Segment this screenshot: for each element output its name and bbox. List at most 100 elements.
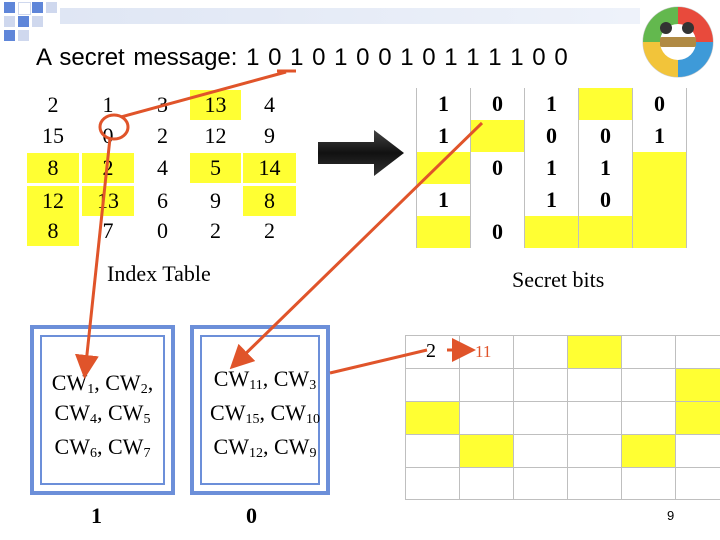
index-cell: 6 <box>137 186 189 217</box>
index-cell: 2 <box>243 216 297 247</box>
secret-bit-cell: 1 <box>546 155 557 180</box>
small-grid-label-11: 11 <box>475 342 492 361</box>
secret-bit-cell: 0 <box>600 187 611 212</box>
small-grid-cell <box>621 368 675 401</box>
small-grid-cell <box>675 368 720 401</box>
secret-bit-cell <box>633 184 686 216</box>
secret-bit-cell <box>579 88 632 120</box>
small-grid-cell <box>621 335 675 368</box>
secret-bit-cell: 1 <box>438 187 449 212</box>
index-cell: 9 <box>190 186 242 217</box>
cw-left-bit: 1 <box>91 503 102 528</box>
secret-bit-cell <box>471 184 524 216</box>
small-grid-cell <box>513 467 567 500</box>
secret-bit-cell: 1 <box>438 123 449 148</box>
index-cell: 8 <box>27 216 80 247</box>
small-grid-cell <box>567 467 621 500</box>
index-cell: 15 <box>27 121 80 152</box>
page-title: A secret message: 1 0 1 0 1 0 0 1 0 1 1 … <box>36 44 568 71</box>
small-grid-cell <box>405 368 459 401</box>
logo-icon <box>642 6 714 78</box>
cw-right-line2: CW15, CW10 <box>210 400 320 427</box>
secret-bit-cell <box>579 216 632 248</box>
small-grid-cell <box>675 434 720 467</box>
cw-group-left <box>30 325 175 495</box>
right-arrow-icon <box>318 130 404 176</box>
secret-bit-cell: 0 <box>492 219 503 244</box>
secret-bit-cell <box>633 152 686 184</box>
small-grid-cell <box>675 401 720 434</box>
secret-grid-line <box>578 88 579 248</box>
small-grid-cell <box>513 401 567 434</box>
small-grid-cell <box>567 335 621 368</box>
index-cell: 9 <box>243 121 297 152</box>
secret-bit-cell <box>417 152 470 184</box>
small-grid-cell <box>405 467 459 500</box>
secret-grid-line <box>686 88 687 248</box>
small-grid-cell <box>513 368 567 401</box>
index-cell: 2 <box>190 216 242 247</box>
index-cell: 4 <box>137 153 189 184</box>
secret-bit-cell: 0 <box>654 91 665 116</box>
secret-grid-line <box>524 88 525 248</box>
index-cell: 8 <box>27 153 80 184</box>
small-grid-cell <box>513 335 567 368</box>
small-grid-cell <box>405 401 459 434</box>
small-grid-cell <box>459 368 513 401</box>
secret-bit-cell: 1 <box>438 91 449 116</box>
index-cell: 4 <box>243 90 297 121</box>
secret-bit-cell <box>633 216 686 248</box>
index-cell: 14 <box>243 153 297 184</box>
cw-right-bit: 0 <box>246 503 257 528</box>
index-cell: 12 <box>27 186 80 217</box>
small-grid-cell <box>459 467 513 500</box>
small-grid-cell <box>567 368 621 401</box>
secret-bit-cell <box>471 120 524 152</box>
small-grid-cell <box>459 434 513 467</box>
small-grid-cell <box>675 467 720 500</box>
small-grid-cell <box>675 335 720 368</box>
index-cell: 5 <box>190 153 242 184</box>
index-cell: 2 <box>82 153 135 184</box>
page-number: 9 <box>667 508 675 523</box>
secret-bit-cell: 1 <box>546 91 557 116</box>
secret-bits-caption: Secret bits <box>512 267 605 292</box>
small-grid-label-2: 2 <box>426 340 436 362</box>
small-grid-cell <box>513 434 567 467</box>
small-grid-cell <box>621 434 675 467</box>
small-grid-cell <box>459 401 513 434</box>
cw-left-line3: CW6, CW7 <box>54 434 151 461</box>
secret-bit-cell: 0 <box>600 123 611 148</box>
index-cell: 0 <box>82 121 135 152</box>
small-grid-cell <box>567 401 621 434</box>
index-cell: 13 <box>82 186 135 217</box>
cw-right-line1: CW11, CW3 <box>213 366 317 393</box>
small-grid-cell <box>621 467 675 500</box>
index-cell: 2 <box>27 90 80 121</box>
index-cell: 7 <box>82 216 135 247</box>
secret-bit-cell: 0 <box>546 123 557 148</box>
secret-bit-cell: 0 <box>492 155 503 180</box>
small-grid-cell <box>567 434 621 467</box>
cw-left-line2: CW4, CW5 <box>54 400 151 427</box>
index-cell: 12 <box>190 121 242 152</box>
secret-bit-cell: 1 <box>600 155 611 180</box>
secret-bit-cell: 1 <box>546 187 557 212</box>
secret-bit-cell <box>525 216 578 248</box>
index-cell: 8 <box>243 186 297 217</box>
cw-left-line1: CW1, CW2, <box>51 370 154 397</box>
index-table-caption: Index Table <box>107 261 211 286</box>
index-cell: 13 <box>190 90 242 121</box>
small-grid-cell <box>621 401 675 434</box>
index-cell: 3 <box>137 90 189 121</box>
cw-right-line3: CW12, CW9 <box>213 434 317 461</box>
secret-bit-cell: 1 <box>654 123 665 148</box>
small-grid-cell <box>405 434 459 467</box>
index-cell: 2 <box>137 121 189 152</box>
index-cell: 0 <box>137 216 189 247</box>
secret-bit-cell <box>417 216 470 248</box>
secret-bit-cell: 0 <box>492 91 503 116</box>
secret-grid-line <box>632 88 633 248</box>
index-cell: 1 <box>82 90 135 121</box>
header-rule <box>60 8 640 24</box>
